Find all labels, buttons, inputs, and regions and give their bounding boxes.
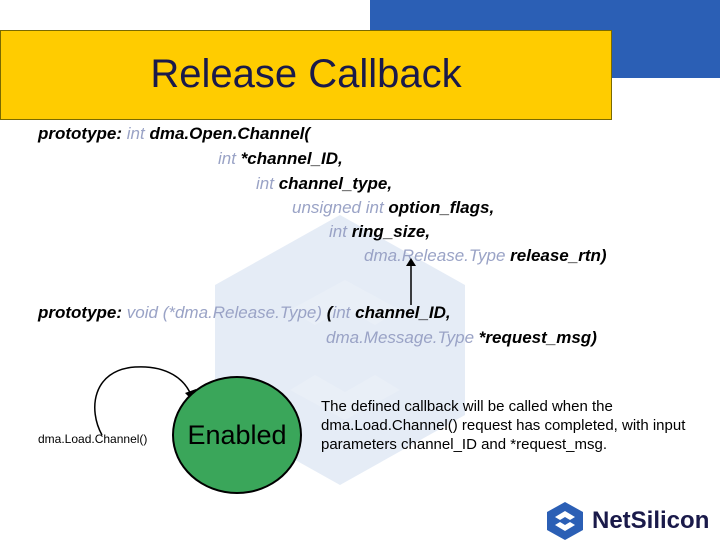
param-type: int — [256, 174, 274, 193]
prototype2-line1: prototype: void (*dma.Release.Type) (int… — [38, 303, 451, 323]
description-text: The defined callback will be called when… — [321, 398, 686, 453]
state-enabled: Enabled — [172, 376, 302, 494]
arrow-up-icon — [406, 258, 416, 305]
prototype1-param-1: int *channel_ID, — [218, 149, 343, 169]
prototype1-param-3: unsigned int option_flags, — [292, 198, 494, 218]
prototype2-param1-type: int — [332, 303, 351, 322]
param-type: int — [329, 222, 347, 241]
prototype2-param2-type: dma.Message.Type — [326, 328, 475, 347]
prototype2-line2: dma.Message.Type *request_msg) — [326, 328, 597, 348]
prototype2-param2-name: *request_msg) — [474, 328, 597, 347]
prototype1-return-type: int — [126, 124, 145, 143]
param-type: unsigned int — [292, 198, 384, 217]
param-name: *channel_ID, — [235, 149, 343, 168]
param-name: channel_type, — [273, 174, 393, 193]
prototype1-param-4: int ring_size, — [329, 222, 430, 242]
netsilicon-logo-icon — [547, 502, 583, 540]
prototype1-function-name: dma.Open.Channel( — [144, 124, 311, 143]
prototype1-line1: prototype: int dma.Open.Channel( — [38, 124, 310, 144]
prototype1-param-2: int channel_type, — [256, 174, 392, 194]
logo-text: NetSilicon — [592, 507, 710, 534]
prototype2-prefix: prototype: — [38, 303, 127, 322]
transition-label: dma.Load.Channel() — [38, 432, 148, 446]
prototype2-param1-name: channel_ID, — [350, 303, 451, 322]
state-label: Enabled — [187, 419, 287, 450]
prototype1-prefix: prototype: — [38, 124, 127, 143]
prototype2-open-paren: ( — [322, 303, 333, 322]
param-type: dma.Release.Type — [364, 246, 506, 265]
param-name: ring_size, — [346, 222, 431, 241]
param-name: option_flags, — [383, 198, 495, 217]
param-name: release_rtn) — [505, 246, 607, 265]
prototype1-param-5: dma.Release.Type release_rtn) — [364, 246, 607, 266]
title-box: Release Callback — [0, 30, 612, 120]
slide-title: Release Callback — [150, 51, 462, 96]
param-type: int — [218, 149, 236, 168]
prototype2-signature: void (*dma.Release.Type) — [126, 303, 323, 322]
